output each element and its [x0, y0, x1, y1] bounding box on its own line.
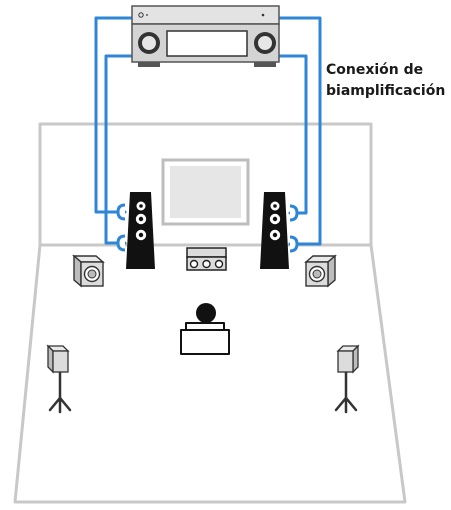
- tv-screen: [161, 158, 250, 226]
- front-right-small-speaker: [304, 254, 337, 288]
- volume-knob-right-icon: [254, 32, 276, 54]
- annotation-line-2: biamplificación: [326, 83, 446, 99]
- receiver-display: [166, 30, 248, 57]
- av-receiver: [131, 5, 280, 67]
- surround-left-speaker: [46, 344, 72, 414]
- front-left-small-speaker: [72, 254, 105, 288]
- front-left-speaker: [126, 192, 155, 269]
- volume-knob-left-icon: [138, 32, 160, 54]
- surround-right-speaker: [334, 344, 360, 414]
- biamp-annotation: Conexión de biamplificación: [326, 60, 450, 102]
- front-right-speaker: [260, 192, 289, 269]
- center-speaker: [186, 247, 227, 271]
- annotation-line-1: Conexión de: [326, 62, 424, 78]
- power-icon: [138, 12, 148, 18]
- speaker-terminals: [116, 203, 299, 253]
- room-outline: [13, 122, 407, 504]
- listener: [180, 303, 230, 355]
